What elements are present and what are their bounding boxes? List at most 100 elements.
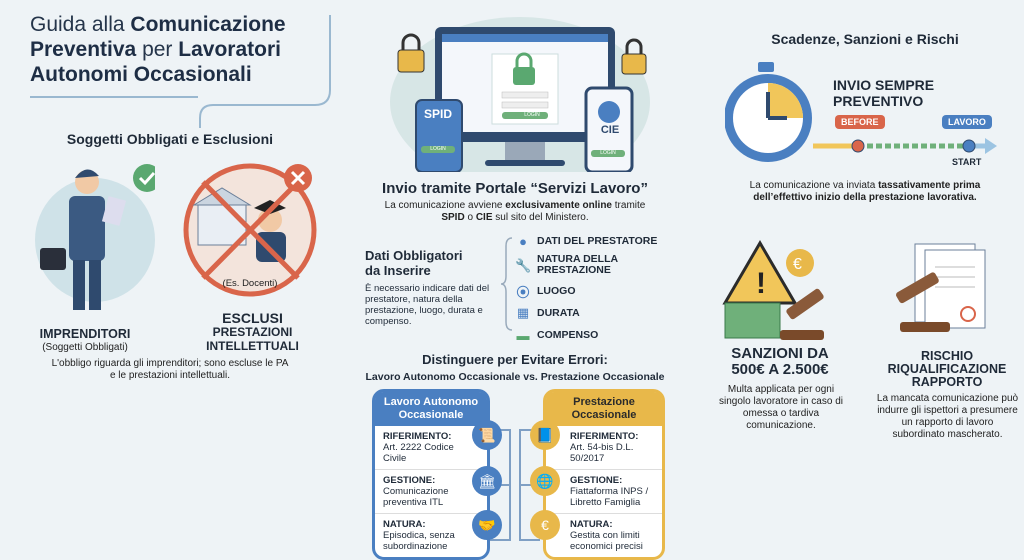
sanzioni-title: SANZIONI DA 500€ A 2.500€ xyxy=(710,346,850,378)
money-icon: ▬ xyxy=(516,327,530,343)
dati-item-label: LUOGO xyxy=(537,285,576,297)
brace xyxy=(500,237,513,331)
caption-line: L'obbligo riguarda gli imprenditori; son… xyxy=(51,358,289,369)
excluded-public-administration-icon xyxy=(183,163,317,297)
portale-heading: Invio tramite Portale “Servizi Lavoro” xyxy=(382,180,648,197)
esclusi-line: PRESTAZIONI xyxy=(212,325,293,339)
title-part: per xyxy=(136,38,179,61)
page-title: Guida alla Comunicazione Preventiva per … xyxy=(30,12,340,87)
stopwatch-timeline xyxy=(725,62,997,162)
esclusi-line: INTELLETTUALI xyxy=(206,339,299,353)
dati-item: ▬ COMPENSO xyxy=(515,324,665,346)
svg-text:!: ! xyxy=(756,267,766,300)
rischio-line: RISCHIO xyxy=(920,349,974,363)
scadenze-caption: La comunicazione va inviata tassativamen… xyxy=(735,180,995,204)
row-key: NATURA: xyxy=(383,519,426,530)
sanzioni-line: SANZIONI DA xyxy=(731,345,829,362)
sanzioni-text: Multa applicata per ogni singolo lavorat… xyxy=(719,384,843,431)
row-key: RIFERIMENTO: xyxy=(383,431,452,442)
dati-item-label: DURATA xyxy=(537,307,580,319)
row-value: Fiattaforma INPS / Libretto Famiglia xyxy=(570,486,649,508)
text: tramite xyxy=(612,200,646,211)
dati-heading-line: da Inserire xyxy=(365,263,431,278)
cie-label: CIE xyxy=(600,124,620,136)
text: tassativamente prima dell’effettivo iniz… xyxy=(753,180,981,203)
card-row: NATURA:Episodica, senza subordinazione xyxy=(375,514,487,557)
title-part: Preventiva xyxy=(30,38,137,61)
dati-item-label: DATI DEL PRESTATORE xyxy=(537,235,658,247)
rischio-line: RAPPORTO xyxy=(911,375,983,389)
coins-icon: € xyxy=(530,510,560,540)
sanzioni-line: 500€ A 2.500€ xyxy=(731,361,829,378)
row-key: NATURA: xyxy=(570,519,613,530)
row-value: Art. 2222 Codice Civile xyxy=(383,442,454,464)
card-row: NATURA:Gestita con limiti economici prec… xyxy=(546,514,662,557)
row-key: GESTIONE: xyxy=(383,475,436,486)
card-title: Lavoro Autonomo Occasionale xyxy=(375,392,487,426)
spid-label: SPID xyxy=(423,107,452,121)
invio-preventivo-title: INVIO SEMPRE PREVENTIVO xyxy=(833,77,934,109)
row-value: Art. 54-bis D.L. 50/2017 xyxy=(570,442,634,464)
start-label: START xyxy=(952,157,982,167)
text: SPID xyxy=(441,212,465,223)
title-part: Comunicazione xyxy=(130,13,286,36)
dati-item: ⦿ LUOGO xyxy=(515,280,665,302)
spid-login-button: LOGIN xyxy=(421,146,455,153)
caption-line: e le prestazioni intellettuali. xyxy=(109,370,231,381)
login-button: LOGIN xyxy=(524,112,540,118)
text: exclusivamente online xyxy=(505,200,612,211)
row-value: Gestita con limiti economici precisi xyxy=(570,530,643,552)
dati-item-label: COMPENSO xyxy=(537,329,599,341)
dati-heading-line: Dati Obbligatori xyxy=(365,248,463,263)
imprenditori-title: IMPRENDITORI xyxy=(39,327,131,341)
dati-item: 🔧NATURA DELLA PRESTAZIONE xyxy=(515,250,665,280)
dati-heading: Dati Obbligatori da Inserire xyxy=(365,248,463,278)
calendar-icon: ▦ xyxy=(516,305,530,320)
invio-line: PREVENTIVO xyxy=(833,93,924,109)
soggetti-caption: L'obbligo riguarda gli imprenditori; son… xyxy=(20,358,320,382)
cie-login-button: LOGIN xyxy=(591,150,625,157)
web-platform-icon: 🌐 xyxy=(530,466,560,496)
dati-text: È necessario indicare dati del prestator… xyxy=(365,283,490,327)
distinguere-subheading: Lavoro Autonomo Occasionale vs. Prestazi… xyxy=(365,371,665,383)
dati-list: ● DATI DEL PRESTATORE 🔧NATURA DELLA PREST… xyxy=(515,232,665,346)
example-label: (Es. Docenti) xyxy=(222,278,278,289)
svg-text:€: € xyxy=(793,256,802,273)
portale-text: La comunicazione avviene exclusivamente … xyxy=(335,200,695,224)
card-title: Prestazione Occasionale xyxy=(546,392,662,426)
wrench-icon: 🔧 xyxy=(515,257,532,273)
text: La comunicazione avviene xyxy=(384,200,506,211)
title-part: Lavoratori xyxy=(178,38,281,61)
text: o xyxy=(464,212,476,223)
soggetti-heading: Soggetti Obbligati e Esclusioni xyxy=(66,131,274,147)
card-row: GESTIONE:Comunicazione preventiva ITL xyxy=(375,470,487,514)
warning-money-gavel-icon: ! € xyxy=(722,240,824,340)
text: CIE xyxy=(475,212,493,223)
title-part: Autonomi Occasionali xyxy=(30,63,252,86)
row-value: Episodica, senza subordinazione xyxy=(383,530,455,552)
dati-item: ▦ DURATA xyxy=(515,302,665,324)
rischio-line: RIQUALIFICAZIONE xyxy=(887,362,1007,376)
bank-icon: 🏛 xyxy=(472,466,502,496)
text: sul sito del Ministero. xyxy=(492,212,589,223)
scroll-icon: 📜 xyxy=(472,420,502,450)
user-icon: ● xyxy=(519,233,527,249)
title-bracket xyxy=(30,15,331,128)
businessman-icon xyxy=(35,164,155,310)
title-part: Guida alla xyxy=(30,13,131,36)
card-row: RIFERIMENTO:Art. 2222 Codice Civile xyxy=(375,426,487,470)
law-book-icon: 📘 xyxy=(530,420,560,450)
lavoro-badge: LAVORO xyxy=(942,115,992,129)
imprenditori-subtitle: (Soggetti Obbligati) xyxy=(42,342,128,353)
handshake-icon: 🤝 xyxy=(472,510,502,540)
portal-login-illustration xyxy=(390,17,650,172)
rischio-title: RISCHIO RIQUALIFICAZIONE RAPPORTO xyxy=(870,350,1024,389)
gavel-document-icon xyxy=(896,243,986,332)
location-pin-icon: ⦿ xyxy=(516,284,530,300)
esclusi-line: ESCLUSI xyxy=(222,310,283,326)
row-key: RIFERIMENTO: xyxy=(570,431,639,442)
text: La comunicazione va inviata xyxy=(749,180,879,191)
rischio-text: La mancata comunicazione può indurre gli… xyxy=(876,393,1019,440)
card-row: GESTIONE:Fiattaforma INPS / Libretto Fam… xyxy=(546,470,662,514)
row-key: GESTIONE: xyxy=(570,475,623,486)
